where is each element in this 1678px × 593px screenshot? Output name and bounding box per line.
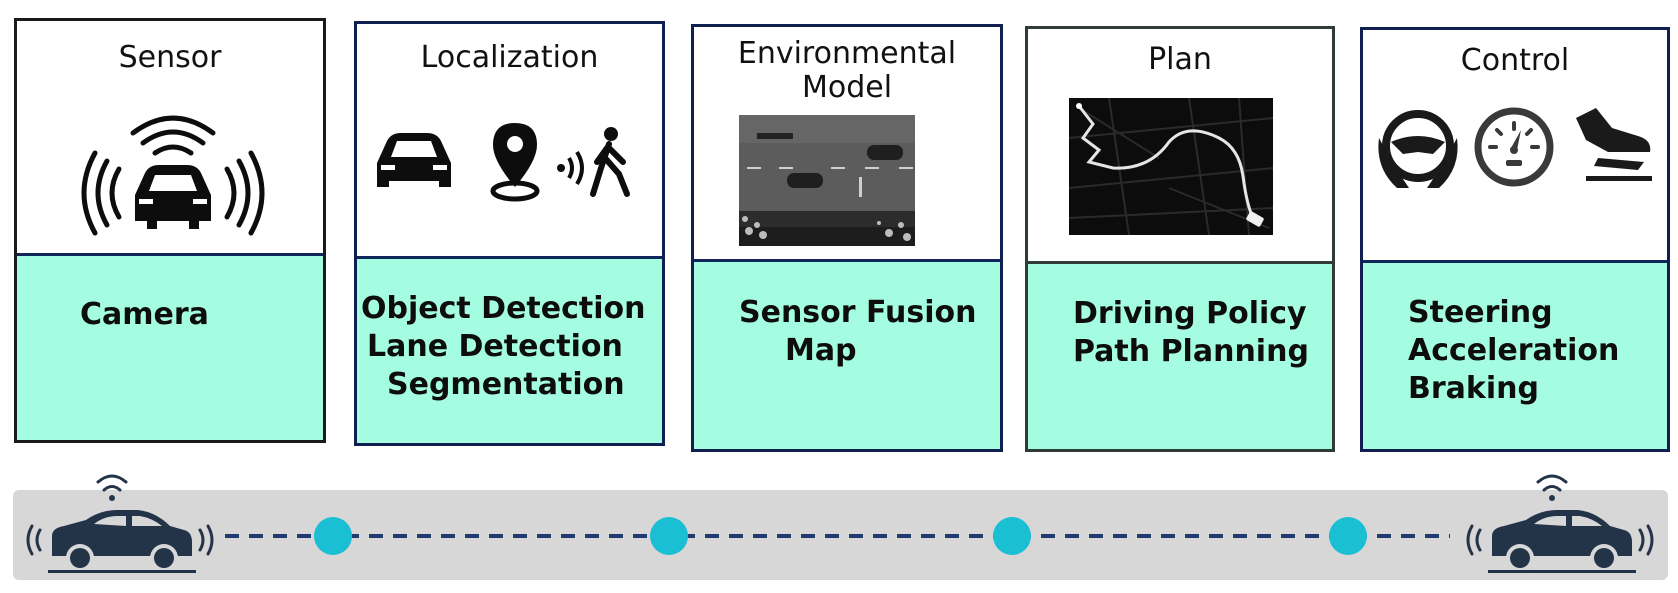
function-label: Steering: [1408, 295, 1553, 330]
function-label: Segmentation: [387, 367, 625, 402]
stage-title: Plan: [1148, 42, 1212, 77]
stage-title: Sensor: [118, 40, 222, 75]
stage-localization: Localization Object Detection Lane Detec…: [354, 21, 665, 446]
car-icon: [377, 133, 451, 187]
lidar-road-image: [739, 115, 915, 246]
foot-pedal-icon: [1576, 108, 1652, 181]
function-label: Map: [785, 333, 857, 368]
function-panel: Sensor Fusion Map: [694, 259, 1000, 449]
stage-environmental-model: Environmental Model: [691, 24, 1003, 452]
road-bar: [13, 490, 1668, 580]
pipeline-node: [650, 517, 688, 555]
function-label: Braking: [1408, 371, 1539, 406]
function-panel: Steering Acceleration Braking: [1363, 260, 1667, 449]
function-label: Acceleration: [1408, 333, 1620, 368]
function-label: Object Detection: [361, 291, 646, 326]
pipeline-node: [993, 517, 1031, 555]
stage-plan: Plan Driving Policy Path Planning: [1025, 26, 1335, 452]
function-panel: Camera: [17, 253, 323, 440]
stage-title: Localization: [420, 40, 599, 75]
function-label: Path Planning: [1073, 334, 1309, 369]
connected-car-icon-right: [1466, 474, 1654, 573]
stage-control: Control Steering Acceleration Braking: [1360, 27, 1670, 452]
connected-car-icon-left: [26, 474, 214, 573]
car-with-sensor-waves-icon: [81, 115, 265, 236]
function-label: Driving Policy: [1073, 296, 1307, 331]
stage-title: Control: [1460, 43, 1570, 78]
route-map-image: [1069, 98, 1273, 235]
stage-title-line: Environmental: [737, 36, 957, 71]
stage-sensor: Sensor Camera: [14, 18, 326, 443]
map-pin-icon: [490, 123, 540, 202]
function-label: Lane Detection: [367, 329, 623, 364]
pipeline-node: [314, 517, 352, 555]
function-label: Sensor Fusion: [739, 295, 977, 330]
function-panel: Driving Policy Path Planning: [1028, 261, 1332, 449]
pedestrian-signal-icon: [557, 127, 630, 197]
function-panel: Object Detection Lane Detection Segmenta…: [357, 256, 662, 443]
function-label: Camera: [80, 297, 209, 332]
stage-title-line: Model: [801, 70, 893, 105]
pipeline-node: [1329, 517, 1367, 555]
steering-wheel-icon: [1378, 110, 1458, 188]
speedometer-icon: [1474, 107, 1554, 187]
